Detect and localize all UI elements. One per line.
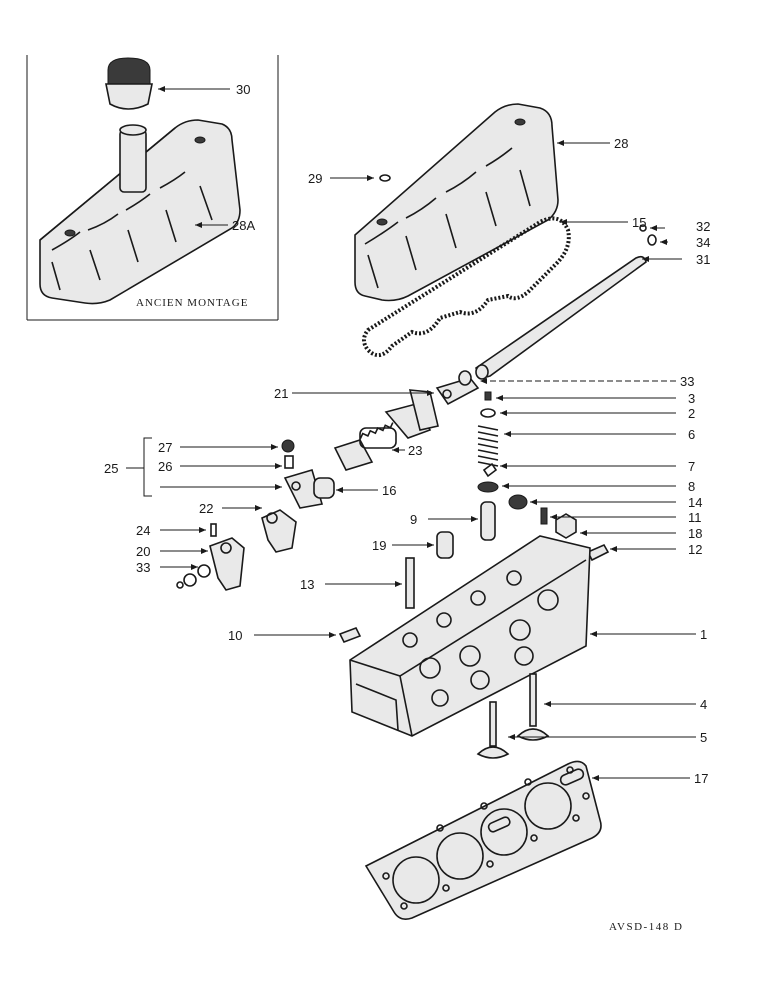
callout-2: 2	[688, 406, 695, 421]
callout-labels: 30 28A 28 29 15 32 34 31 33 21 3 2 6 23 …	[104, 82, 710, 786]
rocker-assembly-drawing	[176, 370, 480, 591]
inset-caption: ANCIEN MONTAGE	[136, 297, 248, 309]
rocker-shaft-drawing	[475, 255, 647, 380]
reference-code: AVSD-148 D	[609, 921, 683, 933]
leader-lines	[126, 86, 696, 781]
oil-filler-cap-drawing	[105, 57, 153, 110]
small-rings-drawing	[379, 174, 657, 246]
callout-1: 1	[700, 627, 707, 642]
rocker-cover-drawing	[354, 103, 559, 302]
callout-10: 10	[228, 628, 242, 643]
callout-14: 14	[688, 495, 702, 510]
callout-21: 21	[274, 386, 288, 401]
callout-30: 30	[236, 82, 250, 97]
callout-27: 27	[158, 440, 172, 455]
rocker-cover-old-drawing	[39, 119, 241, 305]
valve-spring-stack-drawing	[338, 391, 610, 644]
callout-24: 24	[136, 523, 150, 538]
callout-26: 26	[158, 459, 172, 474]
callout-33-right: 33	[680, 374, 694, 389]
callout-28: 28	[614, 136, 628, 151]
cylinder-head-drawing	[349, 535, 591, 737]
callout-28a: 28A	[232, 218, 255, 233]
callout-32: 32	[696, 219, 710, 234]
callout-18: 18	[688, 526, 702, 541]
inset-frame	[26, 55, 279, 321]
callout-16: 16	[382, 483, 396, 498]
rocker-cover-gasket-drawing	[362, 216, 571, 358]
callout-31: 31	[696, 252, 710, 267]
callout-15: 15	[632, 215, 646, 230]
callout-6: 6	[688, 427, 695, 442]
callout-7: 7	[688, 459, 695, 474]
callout-5: 5	[700, 730, 707, 745]
head-gasket-drawing	[364, 760, 602, 920]
callout-8: 8	[688, 479, 695, 494]
callout-34: 34	[696, 235, 710, 250]
callout-25: 25	[104, 461, 118, 476]
callout-13: 13	[300, 577, 314, 592]
callout-29: 29	[308, 171, 322, 186]
callout-11: 11	[688, 510, 702, 525]
callout-22: 22	[199, 501, 213, 516]
callout-19: 19	[372, 538, 386, 553]
callout-9: 9	[410, 512, 417, 527]
callout-20: 20	[136, 544, 150, 559]
callout-4: 4	[700, 697, 707, 712]
callout-33-left: 33	[136, 560, 150, 575]
callout-17: 17	[694, 771, 708, 786]
callout-23: 23	[408, 443, 422, 458]
callout-12: 12	[688, 542, 702, 557]
callout-3: 3	[688, 391, 695, 406]
